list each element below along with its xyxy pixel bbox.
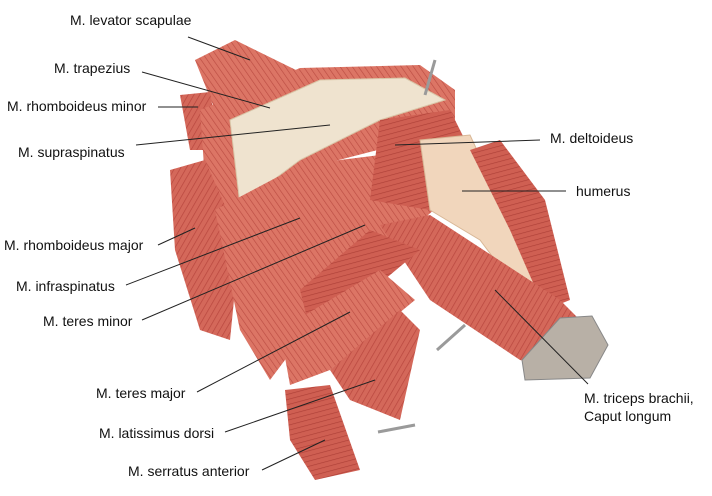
label-teres-minor: M. teres minor (43, 313, 133, 329)
leader-trapezius (141, 71, 271, 109)
label-infraspinatus: M. infraspinatus (16, 278, 115, 294)
leader-deltoideus (394, 139, 541, 146)
label-trapezius: M. trapezius (54, 60, 131, 76)
pin-middle (436, 323, 466, 352)
label-levator-scapulae: M. levator scapulae (70, 12, 192, 28)
teres-major-muscle (280, 270, 415, 385)
rhomboideus-major-muscle (170, 160, 240, 340)
leader-infraspinatus (125, 217, 301, 286)
label-supraspinatus: M. supraspinatus (18, 144, 125, 160)
label-deltoideus: M. deltoideus (550, 130, 634, 146)
label-rhomboideus-minor: M. rhomboideus minor (7, 98, 147, 114)
triceps-tendon-band (521, 315, 609, 381)
deltoid-flap (470, 140, 570, 310)
pin-bottom (377, 423, 416, 434)
label-latissimus-dorsi: M. latissimus dorsi (99, 425, 215, 441)
label-rhomboideus-major: M. rhomboideus major (4, 237, 144, 253)
leader-supraspinatus (135, 124, 331, 146)
leader-triceps-brachii (494, 289, 589, 385)
leader-teres-minor (141, 224, 366, 321)
label-triceps-brachii-line2: Caput longum (584, 408, 672, 424)
leader-levator-scapulae (187, 36, 251, 61)
label-serratus-anterior: M. serratus anterior (128, 463, 250, 479)
latissimus-dorsi-muscle (330, 310, 420, 420)
leader-rhomboideus-major (157, 227, 196, 246)
label-teres-major: M. teres major (96, 385, 186, 401)
label-humerus: humerus (576, 183, 631, 199)
leader-serratus-anterior (261, 439, 326, 471)
triceps-brachii-muscle (380, 215, 590, 370)
label-triceps-brachii-line1: M. triceps brachii, (584, 390, 694, 406)
leader-teres-major (196, 311, 351, 393)
serratus-anterior-muscle (285, 385, 360, 480)
pin-top (423, 59, 437, 96)
leader-latissimus-dorsi (224, 379, 376, 433)
